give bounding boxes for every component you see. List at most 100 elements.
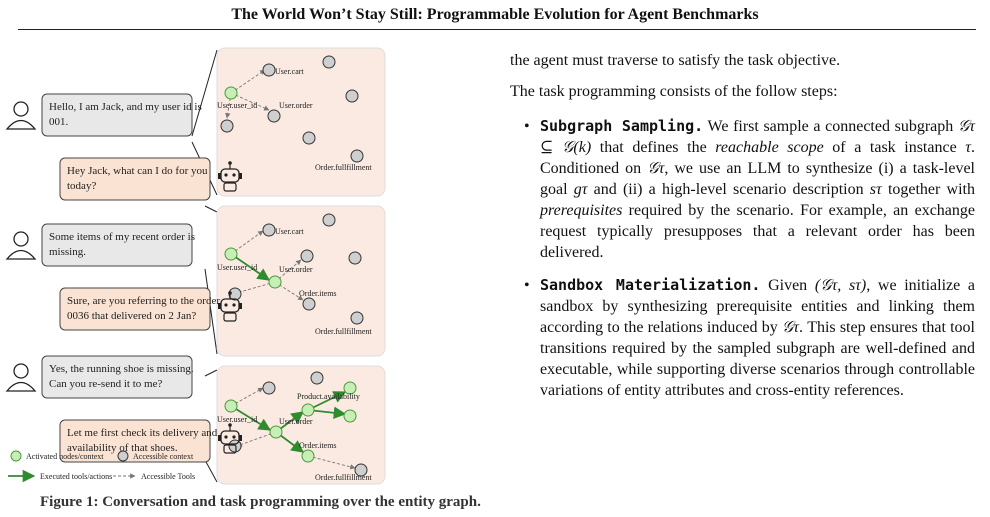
executed-tool-edge [307,391,347,411]
user-head [13,363,29,379]
figure-caption: Figure 1: Conversation and task programm… [40,494,481,510]
user-head [13,231,29,247]
node-label: User.order [279,101,313,110]
message-text: 001. [49,116,69,128]
connector-line [204,369,218,377]
bullet-dot: • [524,118,530,135]
activated-node [301,449,315,463]
robot-body [223,444,237,454]
accessible-node [302,131,316,145]
legend-accessible-marker [117,450,129,462]
body-text: the agent must traverse to satisfy the t… [510,50,975,401]
node-label: Order.items [299,441,337,450]
user-message-bubble [41,355,193,399]
robot-icon [218,423,242,454]
math: 𝒢τ ⊆ 𝒢(k) [540,118,975,156]
robot-eye [224,435,228,439]
message-text: missing. [49,246,86,258]
math: 𝒢τ [781,319,800,336]
node-label: User.cart [275,227,304,236]
math: sτ [869,181,882,198]
robot-ear [218,435,221,441]
user-icon [5,101,37,130]
connector-line [204,459,218,483]
accessible-node [262,223,276,237]
message-text: today? [67,180,96,192]
message-text: Can you re-send it to me? [49,378,162,390]
robot-eye [232,435,236,439]
math: gτ [573,181,588,198]
accessible-node [267,109,281,123]
robot-ear [239,303,242,309]
accessible-node [322,213,336,227]
activated-node [301,403,315,417]
connector-line [191,49,218,137]
robot-icon [218,161,242,192]
robot-ear [218,303,221,309]
activated-node [224,247,238,261]
bullet-sandbox-materialization: • Sandbox Materialization. Given (𝒢τ, sτ… [510,275,975,401]
user-body [5,249,37,260]
emphasis: reachable scope [715,139,824,156]
text: and (ii) a high-level scenario descripti… [587,181,870,198]
executed-tool-edge [230,405,272,431]
robot-ear [218,173,221,179]
robot-antenna-tip [228,423,232,427]
user-message-bubble [41,223,193,267]
node-label: User.user_id [217,415,257,424]
bullet-title: Subgraph Sampling. [540,117,704,135]
accessible-tool-edge [230,92,270,111]
agent-message-bubble [59,419,211,463]
user-body [5,381,37,392]
text: Given [760,277,815,294]
node-label: User.order [279,265,313,274]
message-text: Yes, the running shoe is missing. [49,363,194,375]
user-icon [5,231,37,260]
math: 𝒢τ [647,160,665,177]
steps-intro: The task programming consists of the fol… [510,83,838,100]
legend-label: Accessible Tools [141,472,195,481]
bullet-subgraph-sampling: • Subgraph Sampling. We first sample a c… [510,116,975,263]
activated-node [343,409,357,423]
accessible-tool-edge [230,69,266,94]
user-head [13,101,29,117]
accessible-node [354,463,368,477]
message-text: 0036 that delivered on 2 Jan? [67,310,196,322]
text: . Conditioned on [540,139,976,177]
executed-tool-edge [230,253,271,281]
message-text: Hello, I am Jack, and my user id is [49,101,202,113]
robot-antenna-tip [228,161,232,165]
node-label: Order.fullfillment [315,327,372,336]
accessible-tool-edge [225,92,232,119]
accessible-tool-edge [230,230,264,255]
text: required by the scenario. For example, a… [540,202,975,261]
accessible-node [302,297,316,311]
node-label: User.cart [275,67,304,76]
text: that defines the [591,139,716,156]
node-label: User.user_id [217,101,257,110]
text: We first sample a connected subgraph [703,118,958,135]
accessible-node [220,119,234,133]
header-rule [18,29,976,30]
node-label: User.order [279,417,313,426]
text: together with [881,181,975,198]
legend-label: Executed tools/actions [40,472,112,481]
robot-eye [232,173,236,177]
accessible-tool-edge [236,431,277,447]
accessible-node [262,381,276,395]
emphasis: prerequisites [540,202,623,219]
accessible-node [322,55,336,69]
connector-line [204,205,218,213]
robot-eye [224,303,228,307]
message-text: Some items of my recent order is [49,231,195,243]
text: , we use an LLM to synthesize (i) a task… [540,160,975,198]
legend-label: Activated nodes/context [26,452,104,461]
robot-icon [218,291,242,322]
graph-panel [216,47,386,197]
activated-node [269,425,283,439]
legend-activated-marker [10,450,22,462]
activated-node [268,275,282,289]
node-label: Order.items [299,289,337,298]
text: of a task instance [823,139,966,156]
